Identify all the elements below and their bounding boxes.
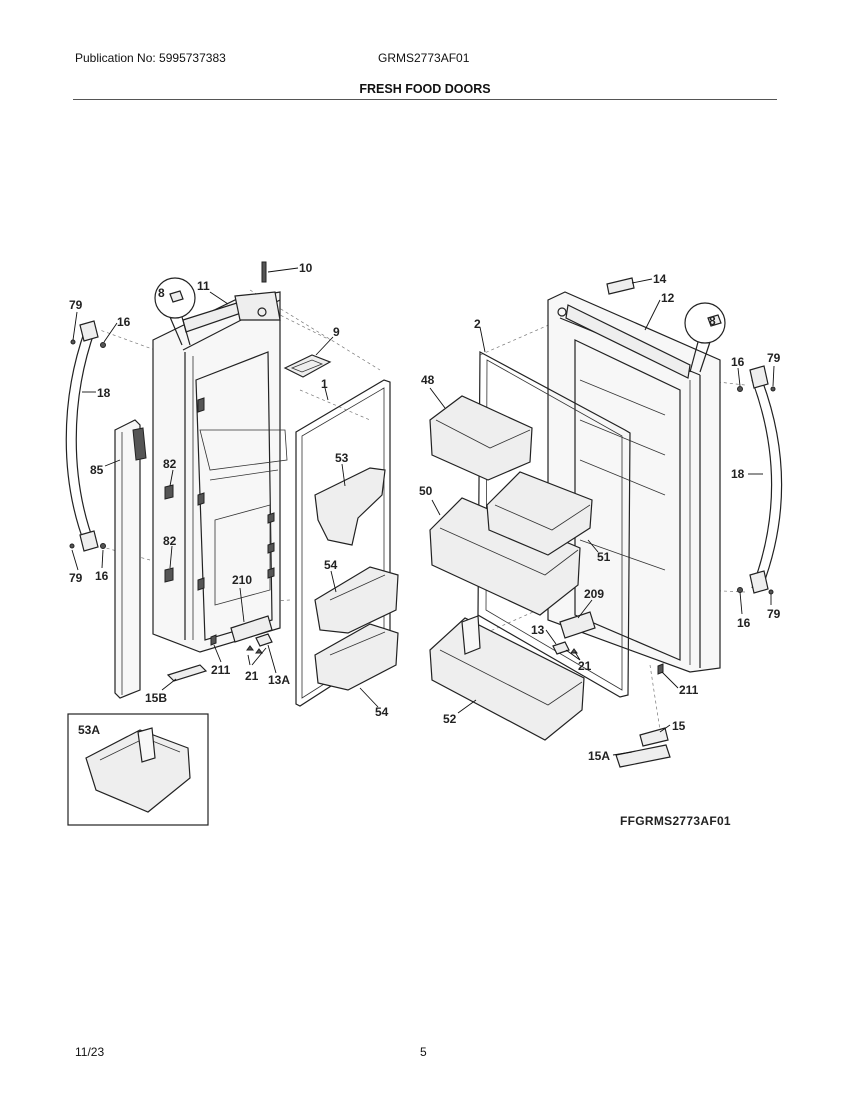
- callout-82-lower: 82: [163, 534, 177, 548]
- callout-9: 9: [333, 325, 340, 339]
- right-fresh-food-door: [547, 291, 721, 673]
- callout-16-bottom-left: 16: [95, 569, 109, 583]
- callout-8-right: 8: [709, 314, 716, 328]
- header-divider: [73, 99, 777, 100]
- callout-209: 209: [584, 587, 604, 601]
- right-door-bins: [429, 395, 593, 741]
- callout-52: 52: [443, 712, 457, 726]
- callout-211-right: 211: [679, 683, 699, 697]
- callout-12: 12: [661, 291, 675, 305]
- figure-code: FFGRMS2773AF01: [620, 814, 731, 828]
- callout-54-lower: 54: [375, 705, 389, 719]
- callout-10: 10: [299, 261, 313, 275]
- callout-labels: 10 11 8 79 16 9 18 1 85 82 53 82 79 16 2…: [69, 261, 781, 828]
- inset-detail-53A: [67, 713, 209, 826]
- callout-79-bottom-right: 79: [767, 607, 781, 621]
- callout-85: 85: [90, 463, 104, 477]
- callout-211-left: 211: [211, 663, 231, 677]
- callout-15A: 15A: [588, 749, 610, 763]
- callout-13: 13: [531, 623, 545, 637]
- callout-79-bottom-left: 79: [69, 571, 83, 585]
- right-small-parts: [552, 277, 671, 768]
- callout-54-upper: 54: [324, 558, 338, 572]
- callout-8-left: 8: [158, 286, 165, 300]
- callout-50: 50: [419, 484, 433, 498]
- page-title: FRESH FOOD DOORS: [359, 82, 491, 96]
- right-door-handle: [749, 365, 783, 594]
- callout-82-upper: 82: [163, 457, 177, 471]
- magnifier-callouts: [154, 277, 726, 373]
- callout-14: 14: [653, 272, 667, 286]
- callout-16-top-right: 16: [731, 355, 745, 369]
- callout-16-bottom-right: 16: [737, 616, 751, 630]
- callout-11: 11: [197, 279, 210, 293]
- callout-2: 2: [474, 317, 481, 331]
- callout-15B: 15B: [145, 691, 167, 705]
- left-fresh-food-door: [152, 291, 288, 653]
- callout-48: 48: [421, 373, 435, 387]
- callout-16-top-left: 16: [117, 315, 131, 329]
- callout-18-right: 18: [731, 467, 745, 481]
- leader-lines: [71, 267, 775, 756]
- callout-53A: 53A: [78, 723, 100, 737]
- callout-18-left: 18: [97, 386, 111, 400]
- footer-date: 11/23: [75, 1045, 105, 1059]
- callout-13A: 13A: [268, 673, 290, 687]
- left-door-bins: [314, 467, 399, 691]
- publication-number: Publication No: 5995737383: [75, 51, 226, 65]
- callout-210: 210: [232, 573, 252, 587]
- model-number: GRMS2773AF01: [378, 51, 470, 65]
- hinge-trim-strip: [114, 419, 174, 699]
- callout-1: 1: [321, 377, 328, 391]
- callout-15: 15: [672, 719, 686, 733]
- left-small-parts: [166, 261, 332, 682]
- callout-21-left: 21: [245, 669, 259, 683]
- callout-21-right: 21: [578, 659, 592, 673]
- callout-79-top-right: 79: [767, 351, 781, 365]
- page-number: 5: [420, 1045, 427, 1059]
- callout-79-top-left: 79: [69, 298, 83, 312]
- callout-53: 53: [335, 451, 349, 465]
- callout-51: 51: [597, 550, 611, 564]
- left-door-handle: [65, 320, 99, 552]
